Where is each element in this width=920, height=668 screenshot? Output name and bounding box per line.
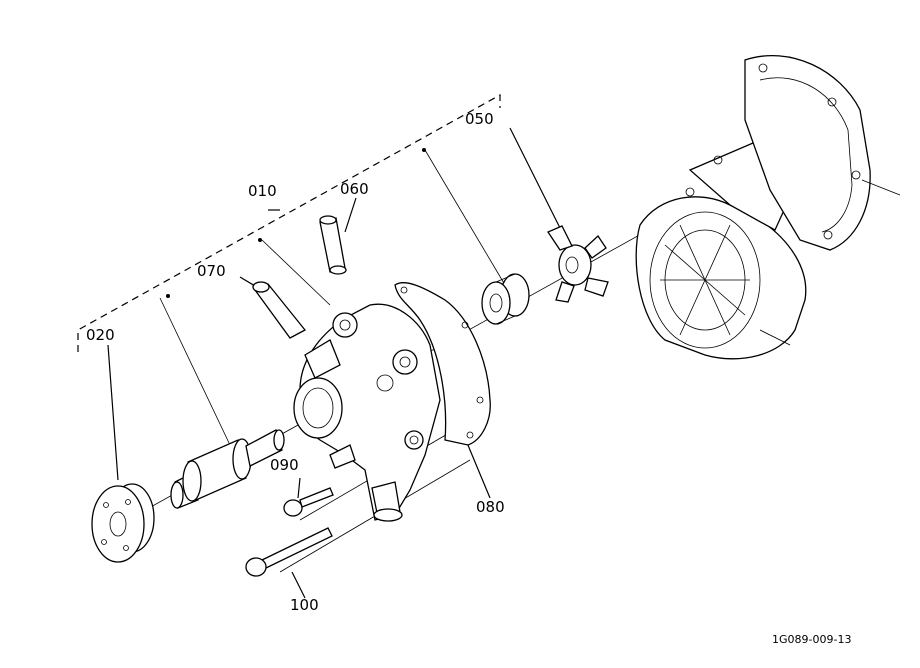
gasket-080 [394,282,491,446]
figure-code: 1G089-009-13 [772,633,851,646]
label-100: 100 [290,596,319,614]
label-060: 060 [340,180,369,198]
seal-part [481,273,530,325]
flange-020 [91,483,155,563]
label-050: 050 [465,110,494,128]
pump-body [293,303,441,522]
bolt-090 [283,487,334,517]
leader-lines [107,127,561,599]
label-080: 080 [476,498,505,516]
impeller-050 [547,225,609,303]
label-010: 010 [248,182,277,200]
bolt-100 [245,527,333,577]
pipe-070 [252,281,306,339]
label-020: 020 [86,326,115,344]
shaft-bearing [170,429,285,509]
label-070: 070 [197,262,226,280]
label-090: 090 [270,456,299,474]
pipe-060 [319,215,347,275]
engine-housing [635,55,901,360]
